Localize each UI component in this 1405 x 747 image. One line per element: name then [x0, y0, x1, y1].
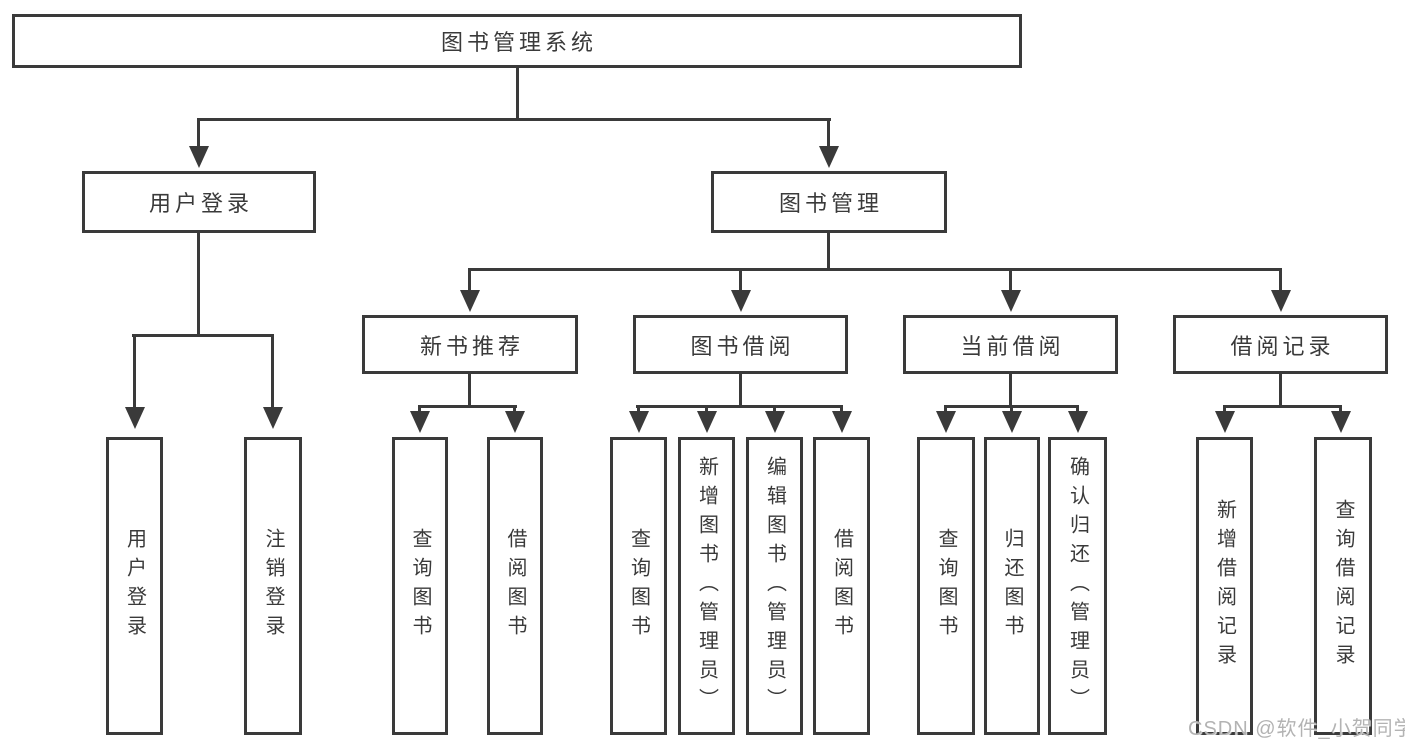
arrow-to-new-book-recommend: [460, 268, 480, 312]
arrow-to-book-management: [819, 118, 839, 168]
node-user-login: 用户登录: [82, 171, 316, 233]
leaf-bb-add-books-admin: 新增图书（管理员）: [678, 437, 735, 735]
connector-new-book-recommend-rail: [418, 405, 517, 408]
arrow-to-bb-add-books: [697, 405, 717, 433]
arrow-to-user-login: [189, 118, 209, 168]
connector-book-borrowing-rail: [636, 405, 842, 408]
leaf-user-login: 用户登录: [106, 437, 163, 735]
connector-user-login-stem: [197, 233, 200, 334]
connector-level3-rail: [468, 268, 1281, 271]
connector-user-login-rail: [132, 334, 274, 337]
arrow-to-cb-confirm-return: [1068, 405, 1088, 433]
connector-borrowing-records-rail: [1223, 405, 1342, 408]
arrow-to-cb-query-books: [936, 405, 956, 433]
connector-root-stem: [516, 68, 519, 121]
leaf-cb-confirm-return-admin: 确认归还（管理员）: [1048, 437, 1107, 735]
leaf-cb-return-books: 归还图书: [984, 437, 1040, 735]
node-new-book-recommend: 新书推荐: [362, 315, 578, 374]
connector-book-management-stem: [827, 233, 830, 271]
arrow-to-leaf-user-login: [125, 334, 145, 429]
connector-book-borrowing-stem: [739, 374, 742, 408]
arrow-to-nbr-query-books: [410, 405, 430, 433]
connector-level2-rail: [197, 118, 831, 121]
arrow-to-bb-query-books: [629, 405, 649, 433]
leaf-cb-query-books: 查询图书: [917, 437, 975, 735]
arrow-to-leaf-logout: [263, 334, 283, 429]
node-current-borrowing: 当前借阅: [903, 315, 1118, 374]
arrow-to-cb-return-books: [1002, 405, 1022, 433]
node-borrowing-records: 借阅记录: [1173, 315, 1388, 374]
node-library-management-system: 图书管理系统: [12, 14, 1022, 68]
arrow-to-nbr-borrow-books: [505, 405, 525, 433]
csdn-watermark: CSDN @软件_小贺同学: [1188, 718, 1405, 740]
connector-current-borrowing-stem: [1009, 374, 1012, 408]
arrow-to-br-add-record: [1215, 405, 1235, 433]
arrow-to-br-query-record: [1331, 405, 1351, 433]
leaf-br-query-record: 查询借阅记录: [1314, 437, 1372, 735]
arrow-to-bb-edit-books: [765, 405, 785, 433]
leaf-logout: 注销登录: [244, 437, 302, 735]
leaf-nbr-query-books: 查询图书: [392, 437, 448, 735]
leaf-bb-borrow-books: 借阅图书: [813, 437, 870, 735]
connector-borrowing-records-stem: [1279, 374, 1282, 408]
node-book-management: 图书管理: [711, 171, 947, 233]
arrow-to-bb-borrow-books: [832, 405, 852, 433]
arrow-to-current-borrowing: [1001, 268, 1021, 312]
leaf-br-add-record: 新增借阅记录: [1196, 437, 1253, 735]
node-book-borrowing: 图书借阅: [633, 315, 848, 374]
arrow-to-book-borrowing: [731, 268, 751, 312]
arrow-to-borrowing-records: [1271, 268, 1291, 312]
leaf-bb-edit-books-admin: 编辑图书（管理员）: [746, 437, 803, 735]
connector-new-book-recommend-stem: [468, 374, 471, 408]
leaf-nbr-borrow-books: 借阅图书: [487, 437, 543, 735]
leaf-bb-query-books: 查询图书: [610, 437, 667, 735]
